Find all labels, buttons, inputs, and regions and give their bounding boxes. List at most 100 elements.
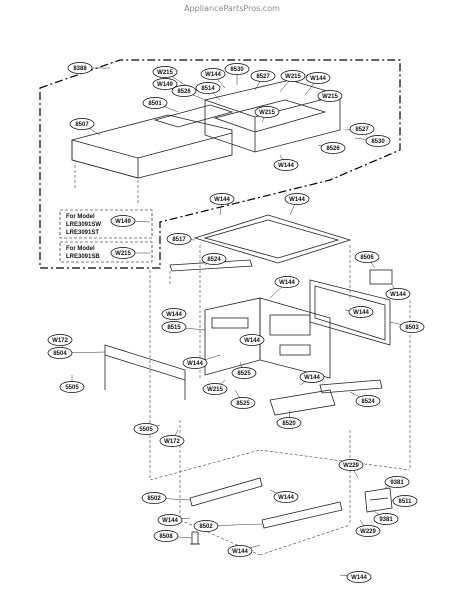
callout-label: W144: [244, 338, 260, 344]
callout-8514: 8514: [195, 82, 221, 101]
callout-w144: W144: [273, 154, 299, 171]
callout-9381: 9381: [384, 476, 410, 489]
callout-label: 8524: [207, 257, 221, 263]
callout-label: 8525: [236, 401, 250, 407]
callout-bubble: [195, 82, 221, 94]
callout-label: 5505: [139, 427, 153, 433]
callout-9381: 9381: [371, 509, 399, 525]
callout-8506: 8506: [354, 251, 380, 269]
callout-bubble: [317, 90, 343, 102]
callout-label: W144: [390, 292, 406, 298]
drawer-assembly-boundary: [39, 59, 401, 269]
callout-w172: W172: [47, 334, 73, 356]
callout-label: W149: [115, 219, 131, 225]
callout-8502: 8502: [193, 520, 263, 532]
callout-bubble: [250, 70, 276, 82]
callout-bubble: [152, 66, 178, 78]
callout-bubble: [161, 321, 187, 333]
callout-bubble: [224, 63, 250, 75]
callout-label: W144: [232, 549, 248, 555]
callout-bubble: [239, 334, 265, 346]
callout-8503: 8503: [389, 321, 425, 333]
callout-8517: 8517: [166, 233, 196, 245]
callout-label: W215: [259, 110, 275, 116]
callout-label: W144: [278, 163, 294, 169]
callout-bubble: [399, 321, 425, 333]
callout-bubble: [59, 381, 85, 393]
callout-label: W229: [360, 529, 376, 535]
callout-w144: W144: [227, 544, 261, 557]
callout-w215: W215: [152, 66, 186, 86]
callout-8524: 8524: [201, 253, 227, 266]
bottom-rail-2: [261, 501, 343, 529]
callout-bubble: [346, 571, 372, 583]
callout-w144: W144: [157, 514, 191, 526]
callout-w229: W229: [338, 459, 364, 479]
callout-label: 8526: [326, 146, 340, 152]
callout-label: 8503: [405, 325, 419, 331]
callout-label: 8524: [361, 399, 375, 405]
callout-bubble: [209, 193, 235, 205]
callout-bubble: [166, 233, 192, 245]
callout-w144: W144: [161, 308, 187, 320]
callout-w215: W215: [202, 379, 228, 395]
callout-label: 8527: [256, 74, 270, 80]
callout-w144: W144: [284, 193, 310, 216]
callout-w144: W144: [344, 306, 374, 318]
callout-label: 8526: [177, 89, 191, 95]
callout-8525: 8525: [231, 361, 257, 379]
model-note-1: For Model LRE3091SW LRE3091ST: [59, 209, 153, 239]
callout-8507: 8507: [69, 118, 101, 136]
callout-label: 8504: [53, 351, 67, 357]
callout-w215: W215: [110, 247, 150, 259]
callout-w144: W144: [209, 193, 235, 216]
model-note-1-model-1: LRE3091SW: [66, 222, 101, 228]
callout-w144: W144: [339, 571, 372, 583]
callout-label: W144: [162, 518, 178, 524]
callout-label: W144: [205, 72, 221, 78]
callout-w144: W144: [239, 334, 265, 346]
callout-8526: 8526: [171, 85, 206, 101]
lower-center-rail: [269, 389, 336, 416]
callout-label: 8514: [201, 86, 215, 92]
callout-bubble: [284, 193, 310, 205]
callout-bubble: [373, 513, 399, 525]
callout-8520: 8520: [276, 409, 302, 429]
callout-label: W229: [343, 463, 359, 469]
callout-label: W149: [157, 82, 173, 88]
callout-label: 8517: [172, 237, 186, 243]
callout-label: 8530: [230, 67, 244, 73]
callout-bubble: [354, 251, 380, 263]
callout-w172: W172: [159, 429, 185, 447]
callout-bubble: [153, 530, 179, 542]
callout-label: 8515: [167, 325, 181, 331]
callout-bubble: [142, 97, 168, 109]
callout-label: 8508: [159, 534, 173, 540]
callout-w144: W144: [182, 354, 221, 369]
callout-8526: 8526: [317, 142, 346, 154]
callout-w149: W149: [110, 215, 151, 227]
callout-8524: 8524: [349, 391, 381, 407]
callout-bubble: [280, 70, 306, 82]
callout-bubble: [110, 215, 136, 227]
callout-bubble: [231, 367, 257, 379]
callout-label: 8520: [282, 421, 296, 427]
callout-label: 9381: [390, 480, 404, 486]
callout-w215: W215: [317, 90, 343, 102]
callout-bubble: [202, 383, 228, 395]
callout-label: 5505: [65, 385, 79, 391]
callout-label: 8527: [355, 127, 369, 133]
callout-label: 9381: [379, 517, 393, 523]
callout-bubble: [385, 288, 411, 300]
callout-bubble: [365, 135, 391, 147]
lower-right-rail: [319, 379, 383, 394]
callout-bubble: [338, 459, 364, 471]
model-note-2-model-1: LRE3091SB: [66, 254, 100, 260]
hinge-bracket: [364, 487, 393, 513]
callout-bubble: [254, 106, 280, 118]
callout-label: W144: [353, 310, 369, 316]
model-note-1-model-2: LRE3091ST: [66, 230, 99, 236]
callout-bubble: [193, 520, 219, 532]
center-box: [204, 297, 331, 379]
